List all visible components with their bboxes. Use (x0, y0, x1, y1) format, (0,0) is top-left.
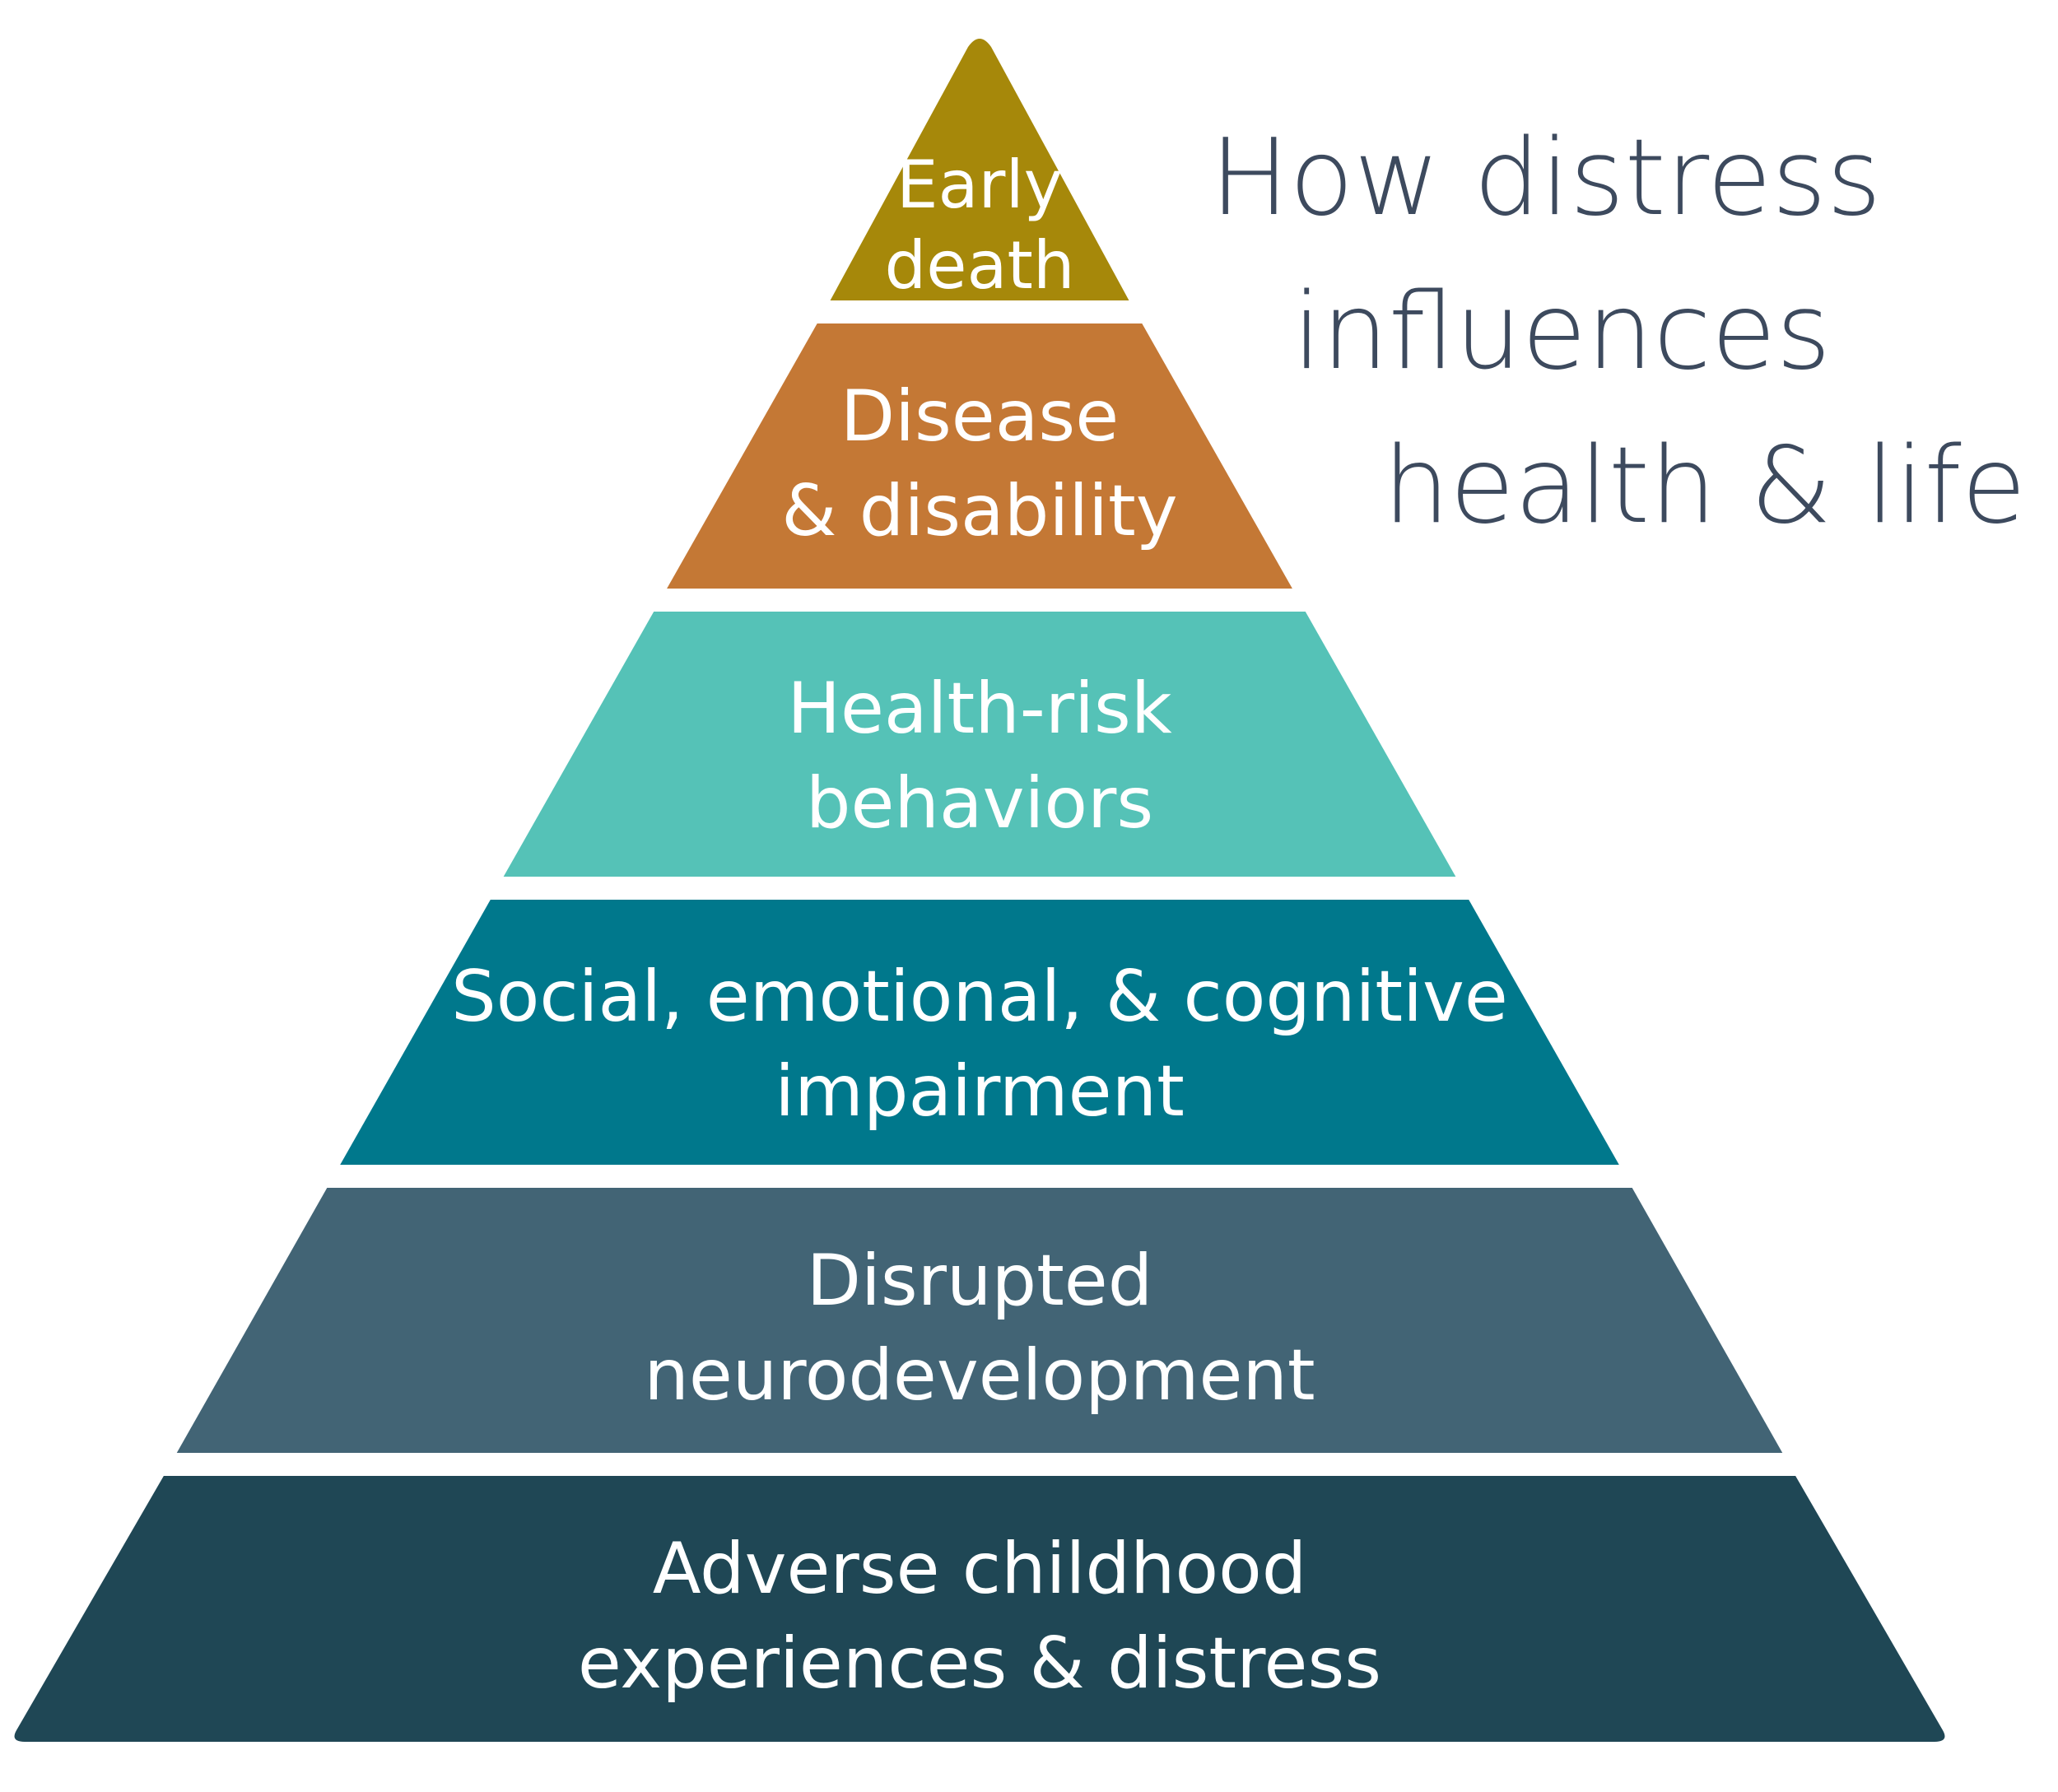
title-line-1: How distress (1210, 117, 1882, 240)
tier-disease-disability-label-line-1: Disease (840, 375, 1119, 458)
tier-early-death-label-line-1: Early (896, 147, 1063, 223)
tier-adverse-childhood-experiences-label-line-1: Adverse childhood (653, 1528, 1307, 1610)
tier-social-emotional-cognitive-impairment-label-line-1: Social, emotional, & cognitive (451, 956, 1508, 1038)
tier-health-risk-behaviors (503, 612, 1456, 877)
tier-disrupted-neurodevelopment-label-line-2: neurodevelopment (644, 1334, 1315, 1417)
title-line-3: health & life (1383, 425, 2026, 547)
tier-health-risk-behaviors-label-line-1: Health-risk (787, 668, 1171, 750)
tier-adverse-childhood-experiences (14, 1476, 1945, 1742)
tier-adverse-childhood-experiences-label-line-2: experiences & distress (578, 1622, 1381, 1705)
tier-health-risk-behaviors-label-line-2: behaviors (806, 762, 1153, 845)
tier-disrupted-neurodevelopment (176, 1188, 1783, 1453)
tier-social-emotional-cognitive-impairment (340, 900, 1619, 1165)
tier-disease-disability-label-line-2: & disability (781, 470, 1177, 552)
pyramid-tiers (14, 39, 1945, 1742)
tier-early-death (830, 39, 1129, 300)
title-line-2: influences (1292, 271, 1831, 393)
tier-early-death-label-line-2: death (884, 227, 1074, 304)
tier-social-emotional-cognitive-impairment-label-line-2: impairment (775, 1050, 1185, 1133)
diagram-title: How distress influences health & life (1210, 117, 2026, 547)
tier-disease-disability (667, 323, 1292, 589)
tier-disrupted-neurodevelopment-label-line-1: Disrupted (807, 1240, 1153, 1322)
